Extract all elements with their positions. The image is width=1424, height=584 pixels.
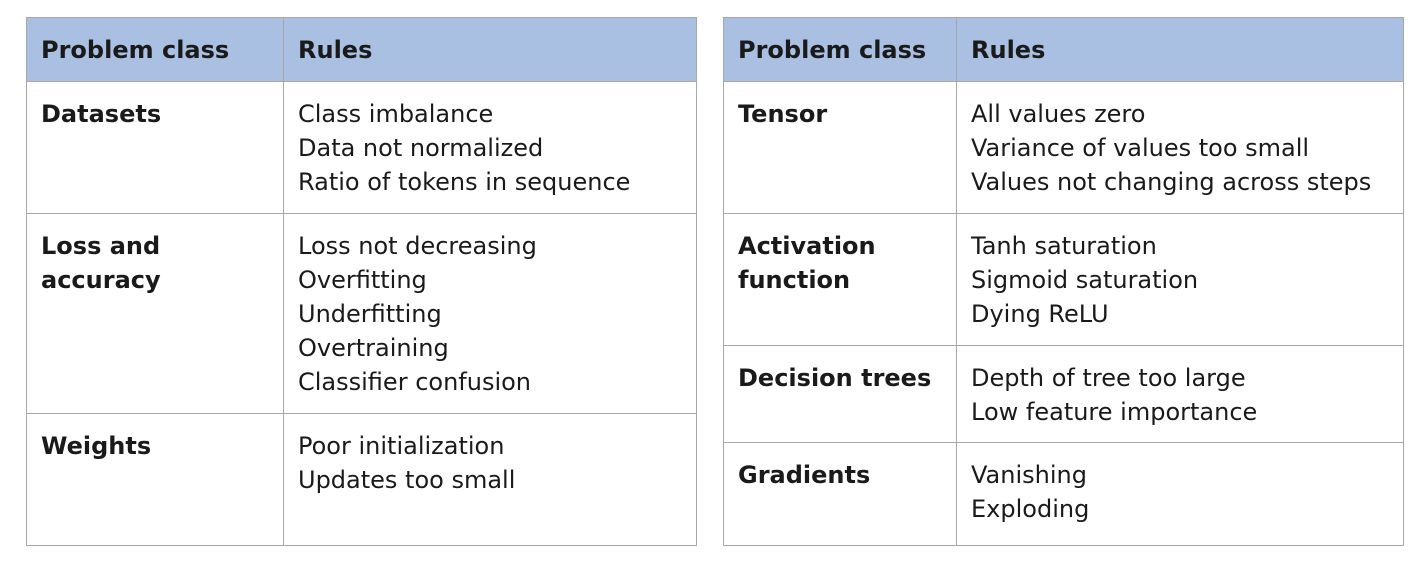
rules-cell: Tanh saturation Sigmoid saturation Dying…: [956, 213, 1404, 346]
rule-item: Low feature importance: [971, 398, 1258, 426]
rules-cell: All values zero Variance of values too s…: [956, 81, 1404, 214]
rules-cell: Loss not decreasing Overfitting Underfit…: [283, 213, 697, 414]
rule-item: Overtraining: [298, 334, 449, 362]
table-row: Decision trees Depth of tree too large L…: [723, 345, 1404, 443]
rule-item: Loss not decreasing: [298, 232, 537, 260]
rule-item: Tanh saturation: [971, 232, 1157, 260]
rule-item: Exploding: [971, 495, 1090, 523]
rule-item: Data not normalized: [298, 134, 544, 162]
problem-class-cell: Tensor: [723, 81, 957, 214]
rule-item: All values zero: [971, 100, 1146, 128]
problem-class-cell: Gradients: [723, 442, 957, 546]
header-problem-class: Problem class: [26, 17, 284, 82]
problem-class-cell: Weights: [26, 413, 284, 546]
problem-class-cell: Activation function: [723, 213, 957, 346]
table-row: Datasets Class imbalance Data not normal…: [26, 81, 697, 214]
rule-item: Ratio of tokens in sequence: [298, 168, 631, 196]
rule-item: Class imbalance: [298, 100, 494, 128]
rules-cell: Vanishing Exploding: [956, 442, 1404, 546]
rule-item: Sigmoid saturation: [971, 266, 1199, 294]
rule-item: Values not changing across steps: [971, 168, 1372, 196]
rules-cell: Class imbalance Data not normalized Rati…: [283, 81, 697, 214]
header-row: Problem class Rules: [723, 17, 1404, 82]
rule-item: Depth of tree too large: [971, 364, 1246, 392]
table-row: Loss and accuracy Loss not decreasing Ov…: [26, 213, 697, 414]
rule-item: Poor initialization: [298, 432, 505, 460]
rule-item: Classifier confusion: [298, 368, 532, 396]
rule-item: Updates too small: [298, 466, 516, 494]
header-rules: Rules: [956, 17, 1404, 82]
rules-cell: Poor initialization Updates too small: [283, 413, 697, 546]
table-row: Activation function Tanh saturation Sigm…: [723, 213, 1404, 346]
header-row: Problem class Rules: [26, 17, 697, 82]
rule-item: Overfitting: [298, 266, 427, 294]
rule-item: Underfitting: [298, 300, 442, 328]
table-row: Tensor All values zero Variance of value…: [723, 81, 1404, 214]
problem-class-cell: Decision trees: [723, 345, 957, 443]
rule-item: Dying ReLU: [971, 300, 1109, 328]
problem-class-cell: Loss and accuracy: [26, 213, 284, 414]
table-row: Weights Poor initialization Updates too …: [26, 413, 697, 546]
rule-item: Vanishing: [971, 461, 1087, 489]
problem-rules-table-right: Problem class Rules Tensor All values ze…: [723, 17, 1404, 546]
rule-item: Variance of values too small: [971, 134, 1310, 162]
rules-cell: Depth of tree too large Low feature impo…: [956, 345, 1404, 443]
problem-rules-table-left: Problem class Rules Datasets Class imbal…: [26, 17, 697, 546]
problem-class-cell: Datasets: [26, 81, 284, 214]
table-row: Gradients Vanishing Exploding: [723, 442, 1404, 546]
header-problem-class: Problem class: [723, 17, 957, 82]
header-rules: Rules: [283, 17, 697, 82]
